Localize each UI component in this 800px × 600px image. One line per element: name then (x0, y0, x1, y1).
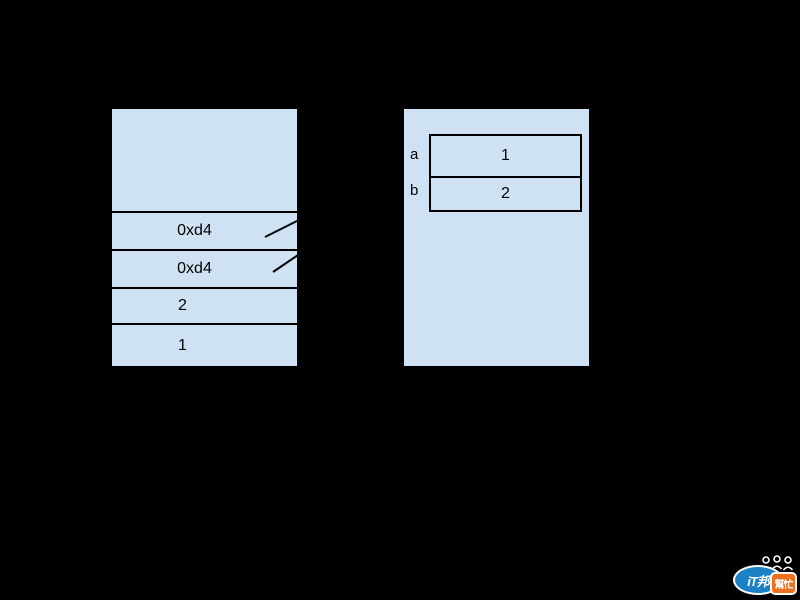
stack-row: 1 (112, 323, 297, 366)
struct-row: 2 (431, 176, 580, 210)
struct-box: a b 1 2 (402, 107, 591, 368)
stack-cell-pointer-value: 0xd4 (177, 260, 212, 277)
stack-cell-value: 2 (178, 297, 187, 314)
stack-cell-value: 1 (178, 336, 187, 354)
field-label-b: b (410, 182, 419, 199)
logo-brand-secondary: 幫忙 (774, 580, 794, 591)
struct-cell-value: 1 (501, 147, 510, 164)
logo-tag: 幫忙 (770, 572, 797, 595)
stack-row: 2 (112, 287, 297, 323)
site-logo[interactable]: iT邦 幫忙 (733, 554, 797, 597)
logo-brand-primary: iT邦 (747, 573, 770, 589)
struct-table: 1 2 (429, 134, 582, 212)
struct-row: 1 (431, 136, 580, 176)
struct-cell-value: 2 (501, 185, 510, 202)
stack-row: 0xd4 (112, 211, 297, 249)
stack-row: 0xd4 (112, 249, 297, 287)
stack-box: 0xd4 0xd4 2 1 (110, 107, 299, 368)
field-label-a: a (410, 146, 419, 163)
stack-row-empty (112, 109, 297, 211)
stack-cell-pointer-value: 0xd4 (177, 222, 212, 239)
